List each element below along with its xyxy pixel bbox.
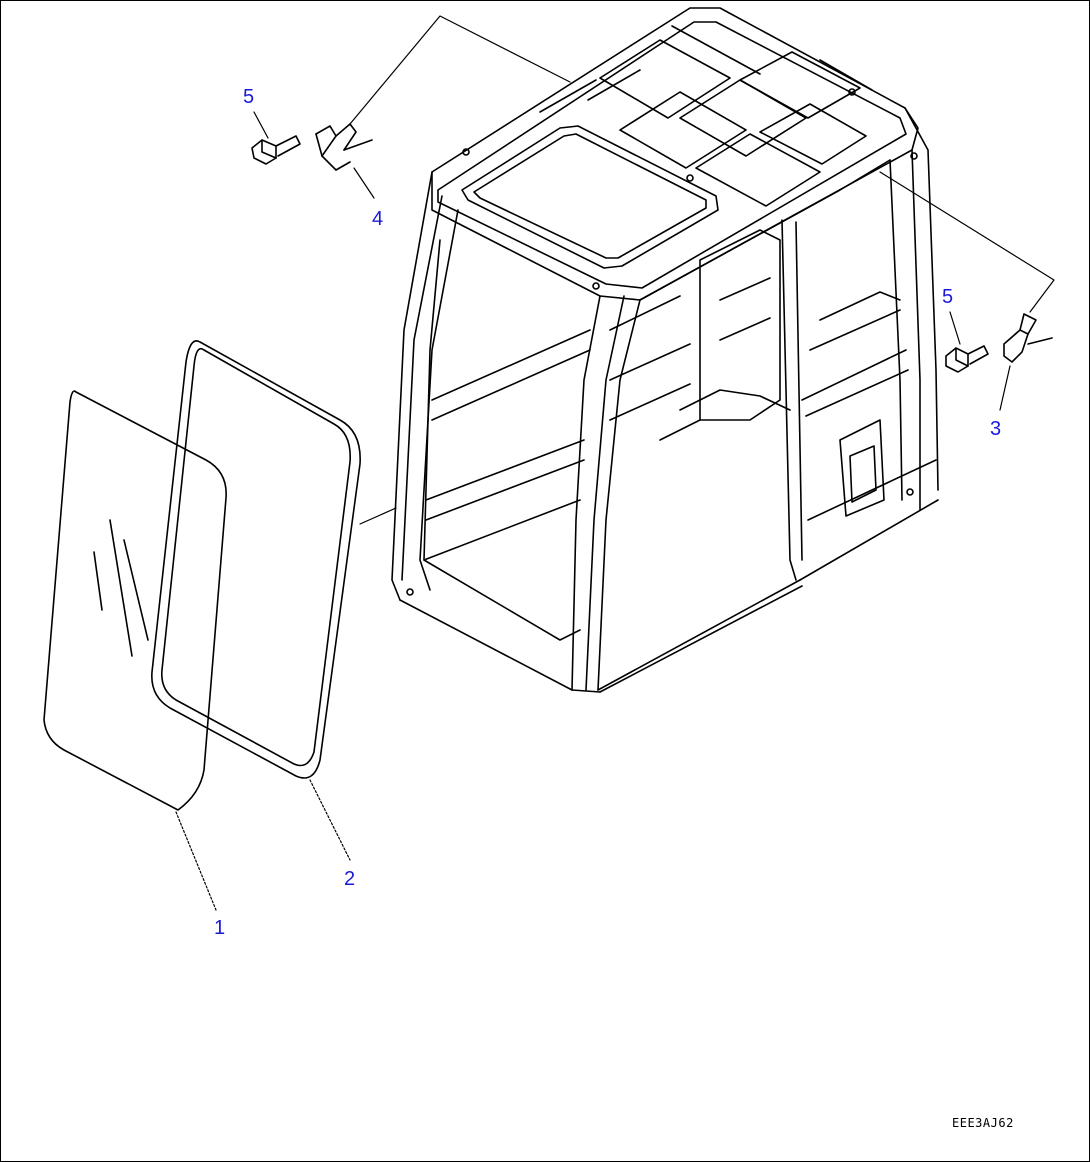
callout-weatherstrip: 2	[344, 868, 356, 890]
callout-glass: 1	[214, 917, 226, 939]
bracket-right	[1003, 313, 1053, 363]
leader-lines	[175, 15, 1055, 911]
figure-code: EEE3AJ62	[952, 1116, 1014, 1130]
bolt-left	[251, 135, 301, 165]
weatherstrip	[151, 340, 361, 779]
callout-bolt-right: 5	[942, 286, 954, 308]
window-glass	[43, 390, 227, 811]
bolt-right	[945, 345, 989, 373]
callout-bolt-left: 5	[243, 86, 255, 108]
callout-bracket-right: 3	[990, 418, 1002, 440]
bracket-left	[315, 123, 373, 171]
cab-frame	[391, 7, 939, 693]
callout-bracket-left: 4	[372, 208, 384, 230]
